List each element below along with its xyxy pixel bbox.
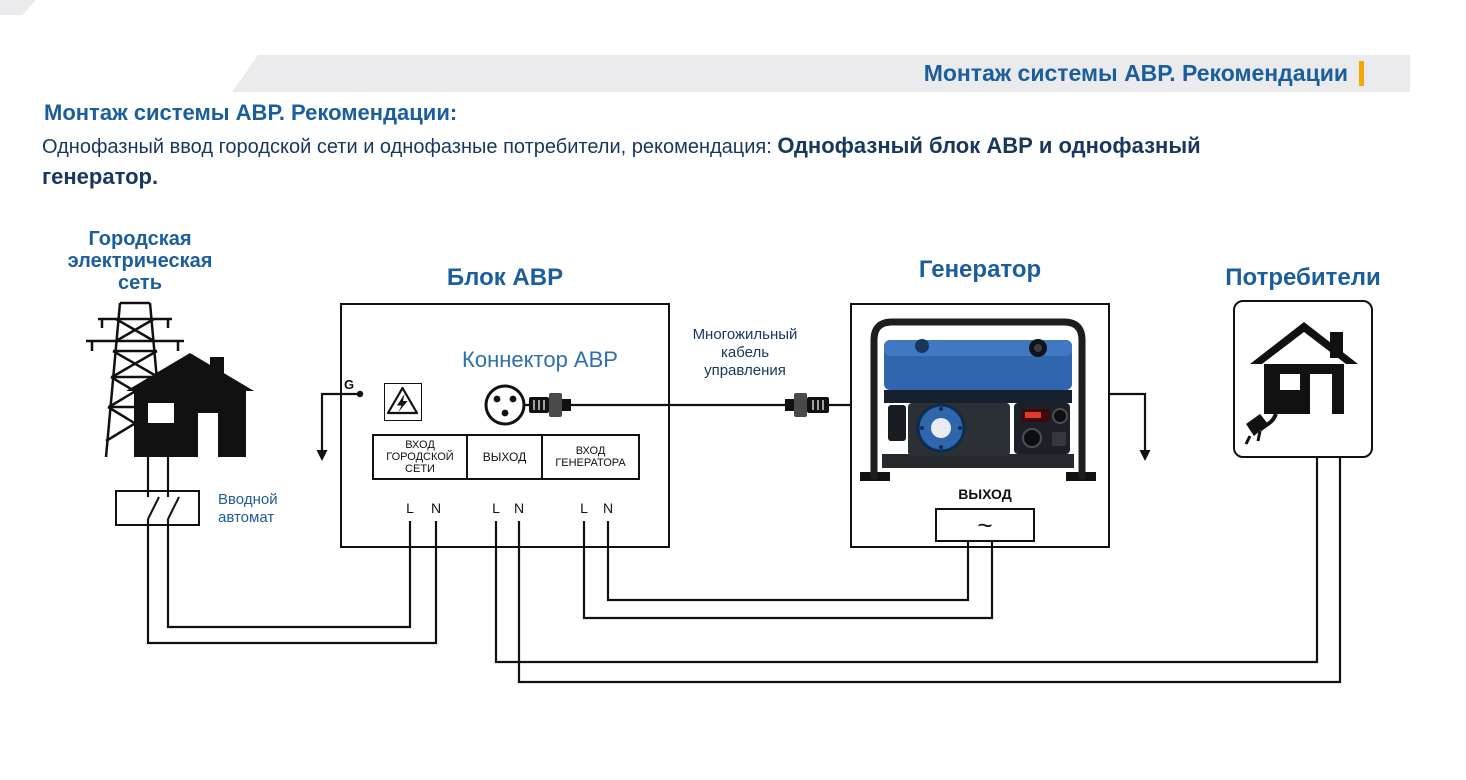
intro-text-bold-2: генератор. xyxy=(42,164,159,189)
cable-plug-right-icon xyxy=(785,393,829,417)
city-grid-title: Городская электрическая сеть xyxy=(30,228,250,294)
avr-block-title: Блок АВР xyxy=(446,264,564,291)
port-label-line: ВЫХОД xyxy=(482,450,527,464)
terminal-label: L xyxy=(492,500,500,516)
power-tower-house-icon xyxy=(86,301,254,458)
input-breaker-label: Вводной автомат xyxy=(218,491,278,527)
generator-title: Генератор xyxy=(918,256,1042,283)
breaker-label-line: автомат xyxy=(218,509,275,526)
accent-bar xyxy=(1359,61,1364,86)
high-voltage-warning-icon xyxy=(384,383,422,421)
avr-port-generator-input: ВХОД ГЕНЕРАТОРА xyxy=(541,434,640,480)
consumers-title: Потребители xyxy=(1225,264,1381,291)
corner-sliver xyxy=(0,0,36,15)
city-grid-title-line: сеть xyxy=(117,272,163,294)
control-cable-label: Многожильный кабель управления xyxy=(655,326,835,380)
terminal-label: L xyxy=(406,500,414,516)
intro-text-bold-1: Однофазный блок АВР и однофазный xyxy=(777,133,1201,158)
input-breaker-box xyxy=(115,490,200,526)
wires xyxy=(146,392,1342,684)
port-label-line: ГЕНЕРАТОРА xyxy=(555,457,626,469)
intro-paragraph: Однофазный ввод городской сети и однофаз… xyxy=(42,131,1382,193)
house-silhouette xyxy=(126,353,254,457)
avr-port-city-input: ВХОД ГОРОДСКОЙ СЕТИ xyxy=(372,434,468,480)
avr-port-output: ВЫХОД xyxy=(466,434,543,480)
ac-symbol: ~ xyxy=(977,510,993,540)
intro-text-regular: Однофазный ввод городской сети и однофаз… xyxy=(42,136,778,158)
terminal-label: N xyxy=(430,500,442,516)
generator-output-box: ~ xyxy=(935,508,1035,542)
terminal-label: N xyxy=(513,500,525,516)
avr-block-box xyxy=(340,303,670,548)
cable-label-line: Многожильный xyxy=(692,326,798,343)
port-label-line: ВХОД xyxy=(575,445,606,457)
breaker-label-line: Вводной xyxy=(218,491,278,508)
port-label-line: ГОРОДСКОЙ xyxy=(386,451,454,463)
port-label-line: ВХОД xyxy=(405,439,435,451)
warning-triangle-icon xyxy=(386,386,419,415)
cable-label-line: кабель xyxy=(720,344,770,361)
terminal-label: N xyxy=(602,500,614,516)
ground-terminal-label: G xyxy=(344,377,355,392)
port-label-line: СЕТИ xyxy=(405,463,435,475)
generator-output-label: ВЫХОД xyxy=(958,486,1012,502)
terminal-label: L xyxy=(580,500,588,516)
generator-icon xyxy=(860,318,1096,481)
avr-connector-label: Коннектор АВР xyxy=(462,347,618,372)
title-banner: Монтаж системы АВР. Рекомендации xyxy=(232,55,1410,92)
city-grid-title-line: электрическая xyxy=(67,250,213,272)
page-heading: Монтаж системы АВР. Рекомендации: xyxy=(44,100,458,125)
banner-title: Монтаж системы АВР. Рекомендации xyxy=(923,60,1348,86)
consumers-house-plug-icon xyxy=(1244,322,1358,445)
ground-arrow-right xyxy=(1139,450,1151,461)
city-grid-title-line: Городская xyxy=(88,228,192,250)
cable-label-line: управления xyxy=(704,362,786,379)
